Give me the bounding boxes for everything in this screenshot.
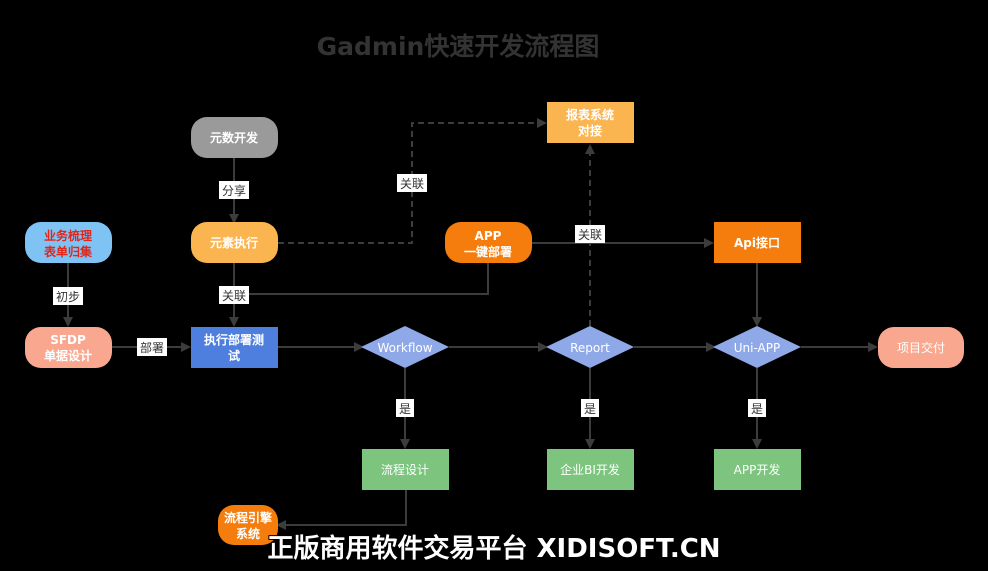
node-liucheng-yinqing: 流程引擎 系统 <box>218 505 278 545</box>
label-share: 分享 <box>222 183 246 198</box>
node-bi-kaifa: 企业BI开发 <box>547 449 634 490</box>
svg-text:执行部署测: 执行部署测 <box>204 332 264 347</box>
svg-text:表单归集: 表单归集 <box>43 244 93 259</box>
edge-app-zhixing <box>236 262 489 295</box>
svg-text:试: 试 <box>228 348 240 363</box>
svg-text:流程引擎: 流程引擎 <box>224 510 272 525</box>
node-sfdp: SFDP 单据设计 <box>25 327 112 368</box>
svg-text:SFDP: SFDP <box>50 333 86 347</box>
node-api: Api接口 <box>714 222 801 263</box>
label-shi-workflow: 是 <box>399 402 411 416</box>
label-chubu: 初步 <box>56 290 80 304</box>
label-guanlian-mid: 关联 <box>578 228 602 242</box>
label-shi-report: 是 <box>584 402 596 416</box>
svg-text:对接: 对接 <box>578 123 602 138</box>
title-bg <box>255 20 665 70</box>
diagram-title: Gadmin快速开发流程图 <box>317 32 600 61</box>
node-report: Report <box>546 326 634 368</box>
node-xiangmu-jiaofu: 项目交付 <box>878 327 964 368</box>
svg-text:Report: Report <box>570 341 610 355</box>
node-uniapp: Uni-APP <box>713 326 801 368</box>
label-guanlian-top: 关联 <box>400 177 424 191</box>
svg-text:元素执行: 元素执行 <box>210 235 258 250</box>
node-zhixing-bushu: 执行部署测 试 <box>191 327 278 368</box>
label-bushu: 部署 <box>140 340 164 355</box>
svg-text:单据设计: 单据设计 <box>44 348 92 363</box>
svg-text:Workflow: Workflow <box>377 341 432 355</box>
node-yuansu-zhixing: 元素执行 <box>191 222 278 263</box>
node-app-kaifa: APP开发 <box>714 449 801 490</box>
label-shi-uniapp: 是 <box>751 402 763 416</box>
svg-text:流程设计: 流程设计 <box>381 462 429 477</box>
label-guanlian-left: 关联 <box>222 289 246 303</box>
watermark-text: 正版商用软件交易平台 XIDISOFT.CN <box>267 533 720 564</box>
svg-text:Uni-APP: Uni-APP <box>734 341 780 355</box>
svg-text:企业BI开发: 企业BI开发 <box>560 462 620 477</box>
svg-text:报表系统: 报表系统 <box>566 107 614 122</box>
svg-text:APP: APP <box>475 229 502 243</box>
node-baobiao-duijie: 报表系统 对接 <box>547 102 634 143</box>
svg-text:APP开发: APP开发 <box>734 462 781 477</box>
svg-text:系统: 系统 <box>236 526 260 541</box>
node-app-deploy: APP 一键部署 <box>445 222 532 263</box>
svg-text:项目交付: 项目交付 <box>897 340 945 355</box>
edge-labels: 分享 关联 关联 关联 初步 部署 是 是 是 <box>53 174 766 417</box>
svg-text:一键部署: 一键部署 <box>464 244 512 259</box>
edge-liucheng-engine <box>276 490 407 530</box>
svg-text:Api接口: Api接口 <box>734 235 780 250</box>
node-yewu-shuli: 业务梳理 表单归集 <box>25 222 112 263</box>
svg-text:元数开发: 元数开发 <box>210 130 259 145</box>
node-workflow: Workflow <box>361 326 449 368</box>
svg-text:业务梳理: 业务梳理 <box>44 228 92 243</box>
node-liucheng-sheji: 流程设计 <box>362 449 449 490</box>
node-yuanshu-kaifa: 元数开发 <box>191 117 278 158</box>
